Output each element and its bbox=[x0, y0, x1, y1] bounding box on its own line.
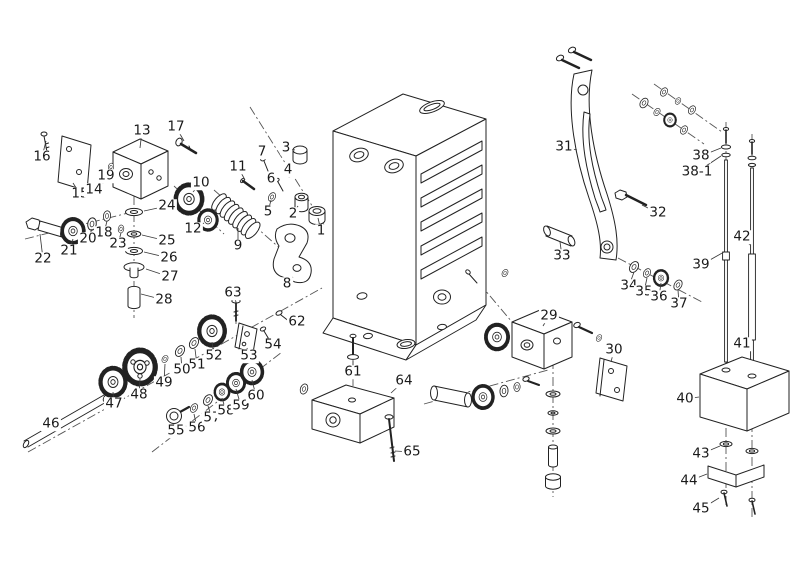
leader-line-42 bbox=[741, 236, 751, 246]
part-drawing-bottom-stack bbox=[545, 390, 561, 490]
leader-line-30 bbox=[610, 349, 615, 363]
part-drawing-plate-15 bbox=[57, 135, 92, 192]
part-drawing-gear-48 bbox=[125, 350, 156, 384]
leader-line-65 bbox=[394, 450, 413, 453]
part-drawing-bolt-22 bbox=[25, 217, 66, 238]
leader-line-19 bbox=[105, 169, 112, 177]
part-drawing-gearbox-64 bbox=[298, 382, 395, 444]
part-drawing-bolt-65 bbox=[384, 414, 396, 462]
leader-line-40 bbox=[684, 396, 700, 400]
leader-line-28 bbox=[140, 293, 165, 301]
leader-line-5 bbox=[267, 199, 272, 213]
leader-line-41 bbox=[741, 337, 751, 345]
part-drawing-screw-17 bbox=[175, 137, 198, 155]
part-drawing-screw-16 bbox=[40, 131, 50, 153]
leader-line-49 bbox=[163, 363, 166, 384]
part-drawing-housing-29 bbox=[483, 309, 604, 370]
leader-line-44 bbox=[688, 473, 708, 482]
leader-line-43 bbox=[700, 445, 721, 455]
leader-line-45 bbox=[700, 497, 720, 510]
leader-line-25 bbox=[141, 234, 168, 242]
leader-line-20 bbox=[87, 228, 93, 240]
part-drawing-plate-30 bbox=[595, 357, 628, 402]
leader-line-31 bbox=[563, 146, 578, 151]
part-drawing-top-right-fasteners bbox=[637, 86, 698, 136]
part-drawing-gear-10 bbox=[176, 185, 203, 214]
part-drawing-base-40 bbox=[699, 356, 790, 432]
leader-line-37 bbox=[677, 289, 680, 305]
part-drawing-gear-52 bbox=[199, 317, 225, 346]
part-drawing-bracket-8 bbox=[272, 223, 312, 284]
part-drawing-lever-31 bbox=[555, 46, 618, 261]
leader-line-32 bbox=[641, 204, 659, 214]
leader-line-23 bbox=[117, 232, 122, 245]
leader-line-14 bbox=[93, 182, 101, 191]
leader-line-38 bbox=[700, 147, 722, 157]
leader-line-34 bbox=[628, 271, 635, 287]
leader-line-56 bbox=[193, 413, 198, 429]
leader-line-55 bbox=[173, 423, 177, 432]
part-drawing-gear-12 bbox=[197, 208, 219, 232]
part-drawing-rods-39-41-42 bbox=[720, 127, 757, 363]
part-drawing-main-housing bbox=[322, 93, 487, 361]
leader-line-33 bbox=[559, 241, 563, 257]
part-drawing-bottom-shaft-assembly bbox=[430, 376, 540, 411]
leader-line-22 bbox=[39, 233, 44, 260]
part-drawing-stud-61 bbox=[347, 333, 359, 360]
part-drawings bbox=[22, 46, 790, 515]
part-drawing-washers-56-57 bbox=[188, 392, 215, 415]
part-drawing-pin-33 bbox=[543, 225, 576, 247]
leader-line-50 bbox=[180, 356, 183, 371]
leader-line-24 bbox=[143, 205, 168, 212]
part-drawing-misc-fasteners bbox=[465, 267, 510, 284]
leader-line-18 bbox=[103, 220, 108, 234]
leader-line-54 bbox=[266, 337, 274, 346]
part-drawing-knob-55 bbox=[166, 405, 191, 424]
leader-line-16 bbox=[41, 140, 47, 158]
leader-line-11 bbox=[237, 166, 246, 181]
part-drawing-spring-9 bbox=[211, 193, 261, 239]
leader-line-38-1 bbox=[696, 155, 722, 173]
part-drawing-shaft-46 bbox=[22, 393, 110, 449]
part-drawing-housing-13 bbox=[112, 138, 169, 200]
part-drawing-bracket-53 bbox=[234, 322, 258, 354]
leader-line-26 bbox=[143, 251, 170, 259]
leader-line-35 bbox=[643, 277, 648, 293]
part-drawing-washers-18-20-23 bbox=[86, 209, 125, 234]
part-drawing-washers-14-19 bbox=[97, 162, 115, 186]
part-drawing-stack-24-28 bbox=[123, 207, 145, 310]
leader-line-64 bbox=[390, 380, 405, 394]
part-drawing-small-parts-1-7 bbox=[260, 145, 326, 225]
part-drawing-base-hardware-43-44-45 bbox=[707, 440, 765, 515]
part-drawing-washers-34-37 bbox=[627, 259, 685, 292]
leader-line-51 bbox=[194, 348, 198, 366]
leader-line-39 bbox=[700, 251, 725, 266]
part-drawing-pin-11 bbox=[240, 177, 256, 191]
part-drawing-gear-47 bbox=[100, 368, 125, 396]
leader-line-27 bbox=[145, 268, 171, 278]
part-drawing-bolt-32 bbox=[614, 189, 648, 207]
